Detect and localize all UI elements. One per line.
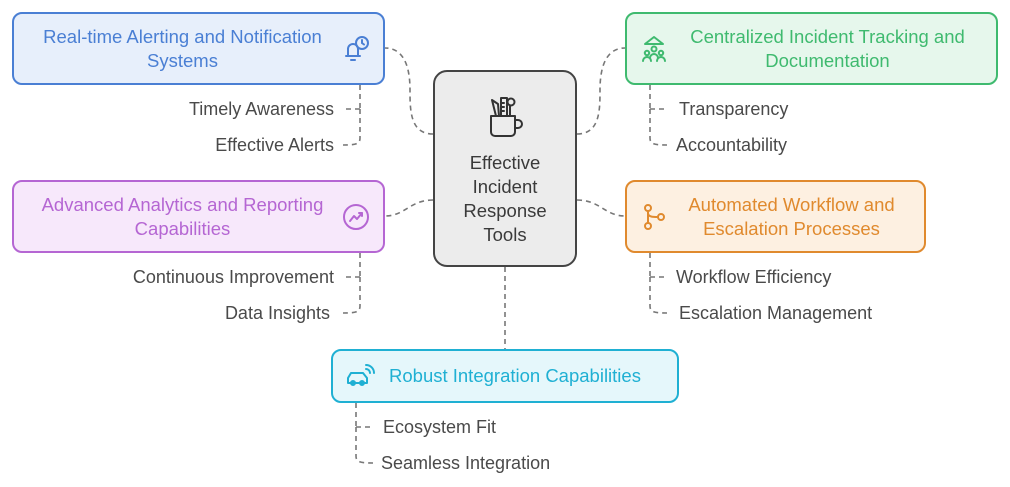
branch-title: Advanced Analytics and Reporting Capabil… [41, 193, 324, 239]
list-item: Transparency [679, 99, 789, 119]
list-item: Effective Alerts [215, 135, 334, 155]
branch-workflow: Automated Workflow and Escalation Proces… [625, 180, 926, 253]
chart-trend-icon [339, 200, 373, 234]
branch-title: Automated Workflow and Escalation Proces… [688, 193, 895, 239]
branch-title: Centralized Incident Tracking and Docume… [690, 25, 965, 71]
connected-car-icon [343, 359, 377, 393]
branch-tracking: Centralized Incident Tracking and Docume… [625, 12, 998, 85]
list-item: Seamless Integration [381, 453, 551, 473]
tools-cup-icon [485, 94, 525, 145]
list-item: Workflow Efficiency [676, 267, 832, 287]
list-item: Continuous Improvement [132, 267, 334, 287]
branch-alerting: Real-time Alerting and Notification Syst… [12, 12, 385, 85]
list-item: Escalation Management [679, 303, 873, 323]
branch-title: Robust Integration Capabilities [389, 365, 641, 386]
branch-analytics: Advanced Analytics and Reporting Capabil… [12, 180, 385, 253]
center-node: Effective Incident Response Tools [433, 70, 577, 267]
team-network-icon [637, 32, 671, 66]
branch-flow-icon [637, 200, 671, 234]
list-item: Timely Awareness [188, 99, 334, 119]
list-item: Accountability [676, 135, 788, 155]
bell-clock-icon [339, 32, 373, 66]
branch-integration: Robust Integration Capabilities [331, 349, 679, 403]
list-item: Data Insights [224, 303, 330, 323]
branch-title: Real-time Alerting and Notification Syst… [43, 25, 322, 71]
list-item: Ecosystem Fit [383, 417, 497, 437]
center-title: Effective Incident Response Tools [463, 152, 547, 245]
